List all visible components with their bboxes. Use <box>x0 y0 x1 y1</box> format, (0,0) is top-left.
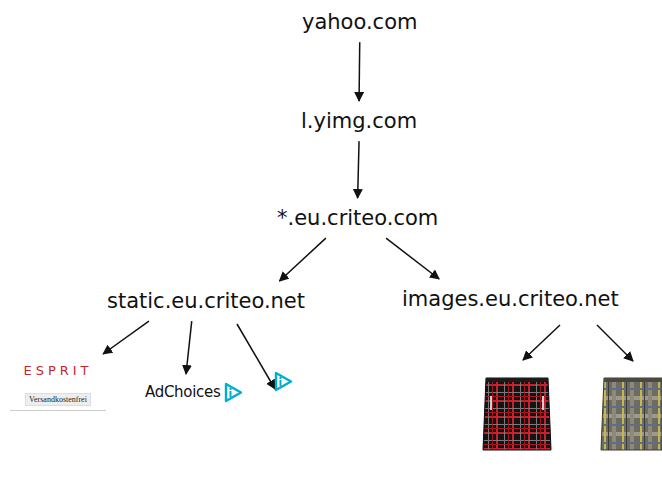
domain-node: static.eu.criteo.net <box>104 287 308 315</box>
brand-note: Versandkostenfrei <box>25 393 91 406</box>
domain-node: yahoo.com <box>299 8 420 36</box>
node-label: l.yimg.com <box>301 109 417 133</box>
node-label: *.eu.criteo.com <box>277 206 438 230</box>
connector-arrow <box>386 238 439 279</box>
leader-arrow <box>523 325 560 360</box>
connector-arrow <box>103 321 149 354</box>
adchoices-icon <box>276 373 291 390</box>
node-label: AdChoices <box>145 384 220 401</box>
connector-arrow <box>358 141 359 198</box>
leader-arrow <box>237 324 275 389</box>
connector-arrow <box>358 42 360 101</box>
domain-node: *.eu.criteo.com <box>274 204 441 232</box>
brand-name: ESPRIT <box>14 364 102 379</box>
node-label: images.eu.criteo.net <box>402 287 619 311</box>
node-label: yahoo.com <box>302 10 417 34</box>
domain-node: l.yimg.com <box>298 107 420 135</box>
skirt-image <box>483 378 551 450</box>
logo-box: ESPRIT Versandkostenfrei <box>10 360 106 411</box>
leader-arrow <box>597 325 633 361</box>
adchoices-icon <box>223 382 243 403</box>
connector-arrow <box>279 238 325 281</box>
skirt-image <box>601 378 662 450</box>
node-label: static.eu.criteo.net <box>107 289 305 313</box>
connector-arrow <box>186 321 192 374</box>
logo-box: AdChoices <box>143 380 245 405</box>
domain-node: images.eu.criteo.net <box>399 285 622 313</box>
